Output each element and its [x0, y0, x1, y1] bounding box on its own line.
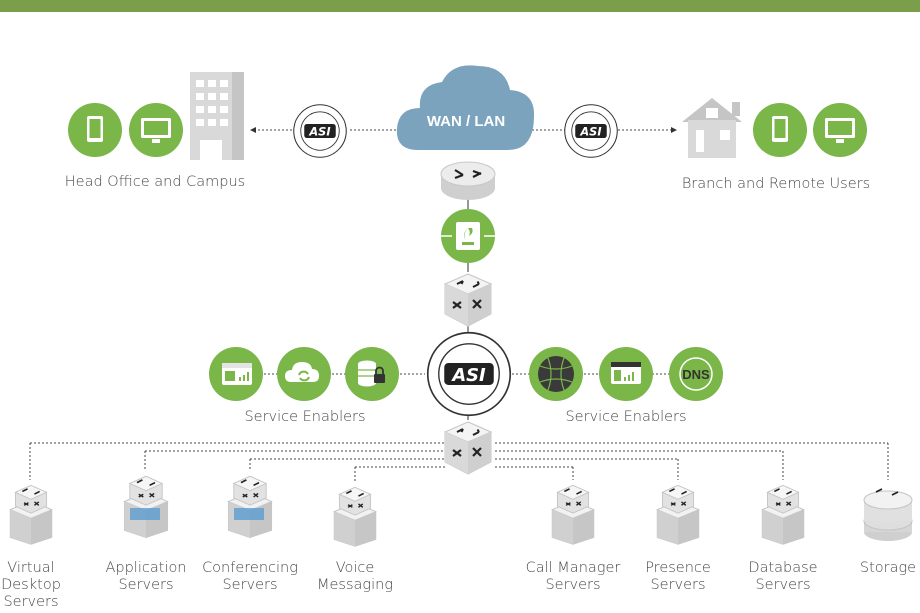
- tablet-icon: [753, 103, 807, 157]
- firewall-icon: [441, 209, 495, 263]
- dashboard-icon: [209, 347, 263, 401]
- application-server-icon: [123, 475, 169, 539]
- server-label-presence: Presence Servers: [645, 560, 711, 593]
- arrow-left: [250, 127, 256, 133]
- service-enablers-right-label: Service Enablers: [565, 409, 687, 425]
- voice-server-icon: [333, 486, 377, 548]
- switch-icon: [443, 272, 493, 328]
- wan-lan-cloud: WAN / LAN: [396, 65, 535, 150]
- office-building-icon: [190, 72, 244, 160]
- top-accent-bar: [0, 0, 920, 12]
- service-enablers-left-label: Service Enablers: [244, 409, 366, 425]
- globe-icon: [529, 347, 583, 401]
- server-label-call-manager: Call Manager Servers: [525, 560, 621, 593]
- monitor-icon: [129, 103, 183, 157]
- head-office-label: Head Office and Campus: [64, 174, 246, 190]
- presence-server-icon: [656, 484, 700, 546]
- arrow-right: [671, 127, 677, 133]
- server-label-database: Database Servers: [748, 560, 818, 593]
- server-label-storage: Storage: [859, 560, 917, 576]
- monitor-icon: [813, 103, 867, 157]
- switch-icon: [443, 420, 493, 476]
- citrix-server-icon: [9, 484, 53, 546]
- dns-icon: DNS: [669, 347, 723, 401]
- secure-database-icon: [345, 347, 399, 401]
- asi-badge-center: [426, 331, 512, 417]
- call-manager-server-icon: [551, 484, 595, 546]
- cloud-sync-icon: [277, 347, 331, 401]
- database-server-icon: [761, 484, 805, 546]
- tablet-icon: [68, 103, 122, 157]
- svg-text:DNS: DNS: [682, 367, 710, 382]
- house-icon: [682, 98, 742, 158]
- storage-icon: [863, 488, 913, 541]
- server-label-virtual-desktop: Virtual Desktop Servers: [1, 560, 61, 610]
- conferencing-server-icon: [227, 475, 273, 539]
- web-app-icon: [599, 347, 653, 401]
- server-label-conferencing: Conferencing Servers: [202, 560, 298, 593]
- branch-label: Branch and Remote Users: [681, 176, 871, 192]
- server-label-voice: Voice Messaging: [316, 560, 394, 593]
- cloud-label: WAN / LAN: [427, 113, 505, 130]
- asi-badge-top-right: [564, 104, 618, 158]
- router-icon: [440, 161, 496, 200]
- server-label-application: Application Servers: [105, 560, 187, 593]
- asi-badge-top-left: [293, 104, 347, 158]
